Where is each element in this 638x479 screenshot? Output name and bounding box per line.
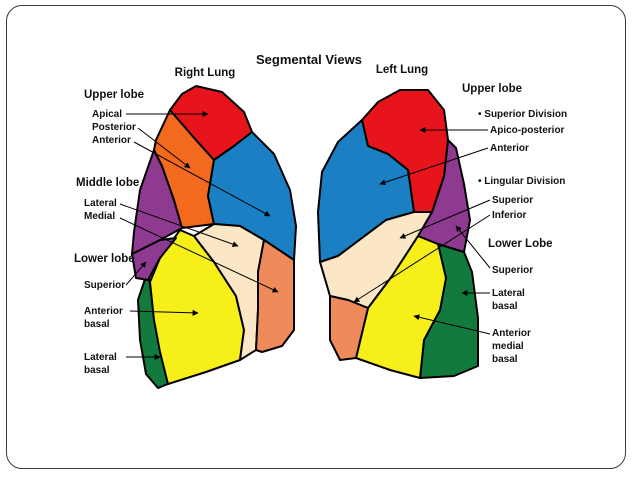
left-upper-lobe-label: Upper lobe: [462, 83, 522, 95]
leader-right-posterior: [137, 127, 191, 169]
left-lung-labels: Left Lung Upper lobe • Superior Division…: [376, 64, 567, 365]
left-anterior-label: Anterior: [490, 143, 529, 154]
left-lateral-basal-label-1: Lateral: [492, 288, 525, 299]
right-posterior-basal-segment: [255, 239, 295, 353]
right-lateral-basal-label-2: basal: [84, 365, 110, 376]
leader-right-anterior-basal: [129, 309, 199, 316]
left-inferior-lingular-segment: [329, 295, 369, 361]
left-anterior-medial-basal-label-2: medial: [492, 341, 524, 352]
left-inferior-lingular-label: Inferior: [492, 210, 527, 221]
left-apico-posterior-label: Apico-posterior: [490, 125, 565, 136]
leader-right-medial: [119, 217, 279, 293]
leader-left-anterior-medial-basal: [413, 314, 491, 335]
right-posterior-label: Posterior: [92, 122, 136, 133]
right-apical-label: Apical: [92, 109, 122, 120]
left-lateral-basal-label-2: basal: [492, 301, 518, 312]
right-lateral-label: Lateral: [84, 198, 117, 209]
leader-left-superior: [455, 225, 491, 269]
right-anterior-basal-label-2: basal: [84, 319, 110, 330]
right-lung-heading: Right Lung: [175, 67, 236, 79]
right-superior-label: Superior: [84, 280, 125, 291]
left-superior-division-label: • Superior Division: [478, 109, 567, 120]
left-anterior-medial-basal-label-1: Anterior: [492, 328, 531, 339]
right-lower-lobe-label: Lower lobe: [74, 253, 135, 265]
right-medial-label: Medial: [84, 211, 115, 222]
right-middle-lobe-label: Middle lobe: [76, 177, 139, 189]
left-superior-lingular-label: Superior: [492, 195, 533, 206]
left-superior-label: Superior: [492, 265, 533, 276]
diagram-title: Segmental Views: [256, 52, 362, 67]
right-anterior-basal-label-1: Anterior: [84, 306, 123, 317]
leader-left-anterior: [379, 147, 489, 186]
leader-right-lateral: [119, 203, 239, 248]
leader-left-superior-lingular: [399, 199, 491, 239]
left-lung-heading: Left Lung: [376, 64, 428, 76]
right-lung-labels: Right Lung Upper lobe Apical Posterior A…: [74, 67, 235, 376]
left-lung: [317, 89, 479, 379]
left-lower-lobe-label: Lower Lobe: [488, 238, 553, 250]
right-anterior-label: Anterior: [92, 135, 131, 146]
leader-right-superior: [125, 261, 147, 286]
leader-right-anterior: [133, 141, 271, 217]
slide-frame: [6, 5, 626, 469]
leader-lines: [119, 111, 491, 360]
left-lingular-division-label: • Lingular Division: [478, 176, 565, 187]
right-upper-lobe-label: Upper lobe: [84, 89, 144, 101]
leader-left-inferior-lingular: [353, 214, 491, 303]
right-medial-segment: [193, 223, 265, 361]
right-lateral-basal-label-1: Lateral: [84, 352, 117, 363]
left-anterior-medial-basal-label-3: basal: [492, 354, 518, 365]
